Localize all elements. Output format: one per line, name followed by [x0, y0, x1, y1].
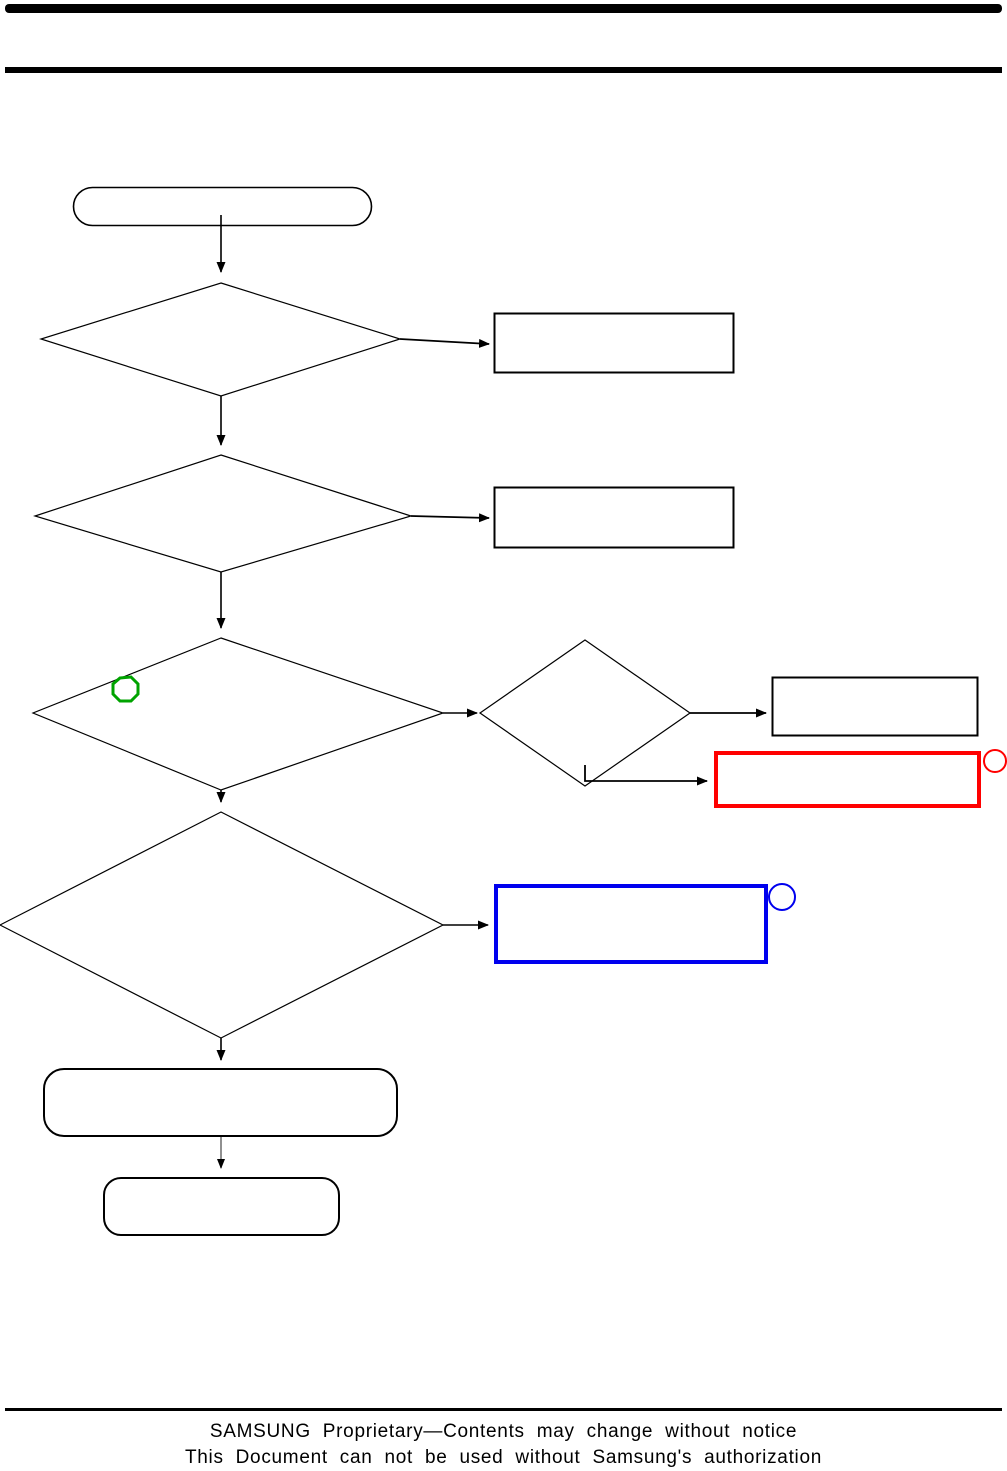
footer-line-2: This Document can not be used without Sa…	[184, 1447, 823, 1468]
blue-circle-annotation	[768, 883, 796, 911]
footer-notice: SAMSUNG Proprietary—Contents may change …	[0, 1419, 1007, 1471]
terminator-start	[72, 186, 373, 227]
decision-diamond-small	[478, 639, 692, 787]
footer-line-1: SAMSUNG Proprietary—Contents may change …	[209, 1421, 798, 1442]
terminator-end-secondary	[103, 1177, 340, 1236]
process-box-2	[493, 486, 735, 549]
process-box-1	[493, 312, 735, 374]
process-box-highlight-blue	[494, 884, 768, 964]
decision-diamond-1	[38, 282, 402, 397]
process-box-3	[771, 676, 979, 737]
header-rule-bottom	[5, 67, 1002, 73]
connector-smalldiamond-to-redbox	[584, 765, 708, 786]
decision-diamond-4	[0, 811, 445, 1039]
connector-decision1-to-box1	[399, 338, 490, 348]
green-octagon-marker	[111, 675, 140, 703]
red-circle-annotation	[983, 749, 1007, 773]
terminator-end-primary	[43, 1068, 398, 1137]
footer-rule	[5, 1408, 1002, 1411]
decision-diamond-3	[31, 637, 445, 791]
process-box-highlight-red	[714, 751, 981, 808]
connector-decision2-to-box2	[410, 513, 490, 523]
header-rule-top	[5, 4, 1002, 13]
decision-diamond-2	[33, 454, 414, 573]
